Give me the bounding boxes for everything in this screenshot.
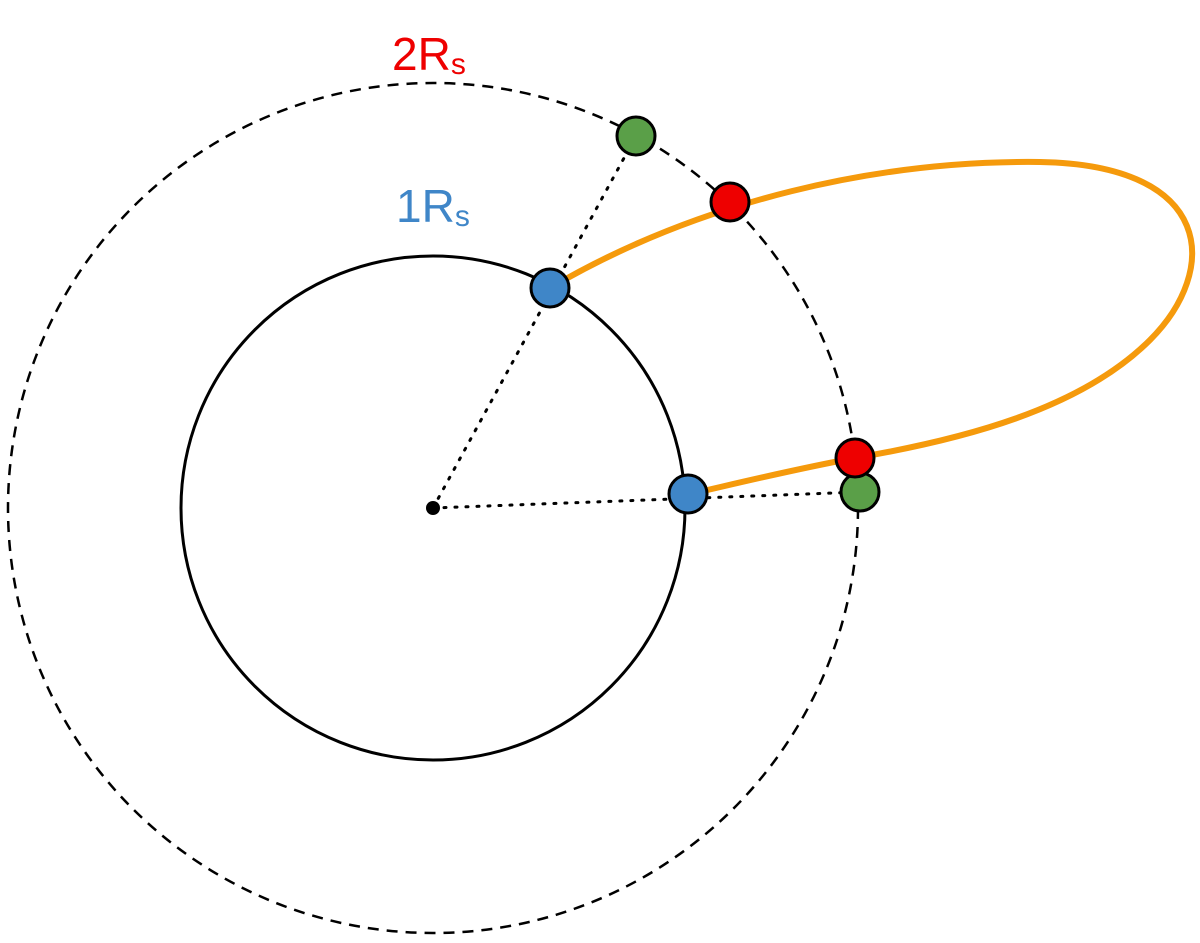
red-point-lower [834,437,876,479]
label-2rs-main: 2R [392,28,451,80]
red-point-upper [709,181,751,223]
label-1rs-main: 1R [396,180,455,232]
orange-loop [547,158,1195,497]
label-2rs: 2Rs [392,28,466,81]
label-1rs-sub: s [455,200,470,233]
label-2rs-sub: s [451,48,466,81]
radial-line-upper [431,134,638,510]
footpoint-blue-lower [667,473,709,515]
label-1rs: 1Rs [396,180,470,233]
footpoint-blue-upper [529,267,571,309]
center-dot [426,501,440,515]
green-point-upper [615,115,657,157]
green-point-lower [839,471,881,513]
radial-line-lower [431,490,862,510]
